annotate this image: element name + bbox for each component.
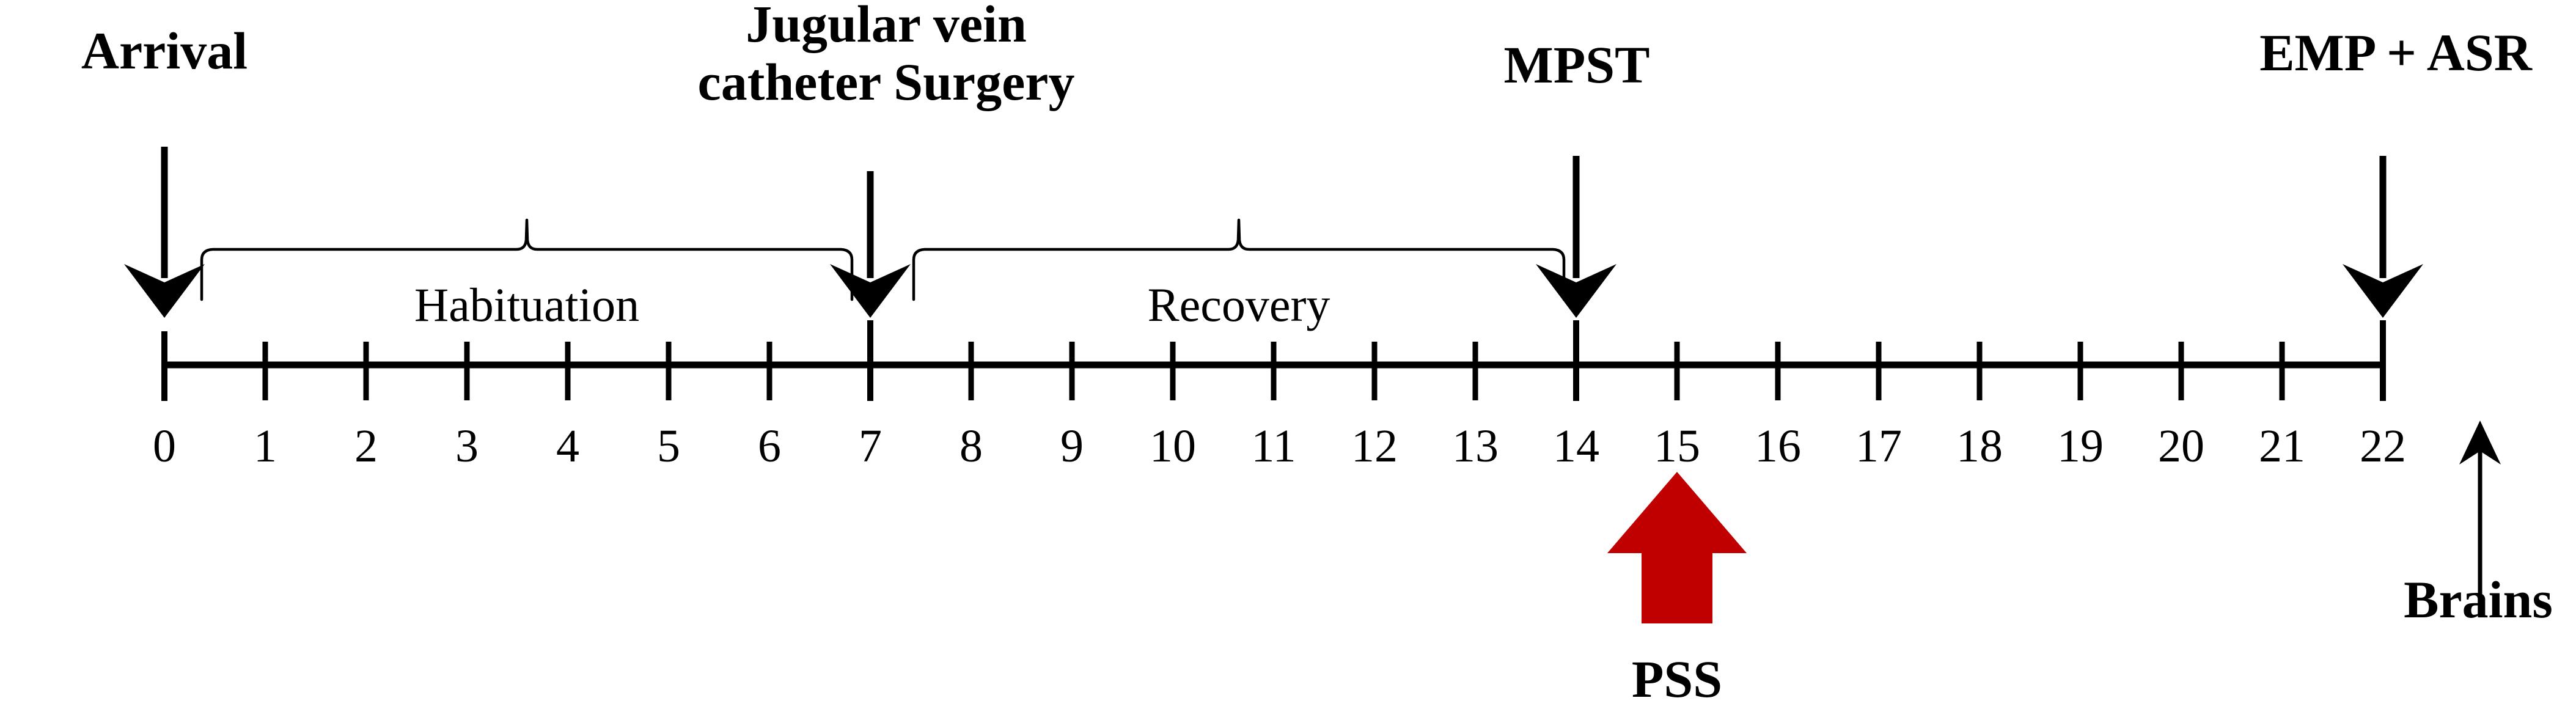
tick-label-7: 7 [859,421,882,472]
tick-label-0: 0 [153,421,176,472]
tick-label-21: 21 [2259,421,2305,472]
brains-arrow [2459,421,2501,617]
tick-label-19: 19 [2057,421,2104,472]
habituation-brace-path [200,218,854,301]
emp-asr-label: EMP + ASR [2259,23,2533,82]
brains-arrow-head-icon [2459,421,2501,465]
mpst-label: MPST [1504,35,1650,94]
surgery-label-line2: catheter Surgery [698,53,1075,111]
tick-label-11: 11 [1251,421,1296,472]
recovery-brace-path [912,218,1566,301]
emp-asr-event-arrow [2343,156,2423,318]
recovery-brace [912,218,1566,301]
arrival-event-arrow [124,147,205,318]
habituation-label: Habituation [414,278,639,331]
tick-label-9: 9 [1060,421,1084,472]
surgery-arrow-head-icon [830,264,911,318]
tick-label-2: 2 [354,421,378,472]
tick-label-4: 4 [556,421,579,472]
tick-label-13: 13 [1452,421,1499,472]
tick-labels-group: 0 1 2 3 4 5 6 7 8 9 10 11 12 13 14 15 16… [153,421,2406,472]
tick-label-15: 15 [1654,421,1700,472]
tick-label-6: 6 [758,421,781,472]
arrival-arrow-head-icon [124,264,205,318]
surgery-label-line1: Jugular vein [746,0,1027,53]
brains-label: Brains [2404,570,2553,629]
pss-arrow-icon [1607,472,1747,623]
surgery-event-arrow [830,171,911,318]
tick-label-17: 17 [1855,421,1902,472]
recovery-label: Recovery [1148,278,1330,331]
tick-label-1: 1 [254,421,277,472]
tick-label-10: 10 [1150,421,1196,472]
tick-label-3: 3 [455,421,479,472]
arrival-label: Arrival [81,21,248,80]
tick-label-5: 5 [657,421,680,472]
tick-label-8: 8 [960,421,983,472]
mpst-event-arrow [1536,156,1616,318]
habituation-brace [200,218,854,301]
tick-label-14: 14 [1553,421,1599,472]
emp-asr-arrow-head-icon [2343,264,2423,318]
tick-marks-group [161,320,2386,401]
tick-label-18: 18 [1956,421,2003,472]
tick-label-22: 22 [2360,421,2406,472]
pss-label: PSS [1632,650,1722,708]
mpst-arrow-head-icon [1536,264,1616,318]
tick-label-12: 12 [1351,421,1398,472]
pss-stress-arrow [1607,472,1747,623]
tick-label-20: 20 [2158,421,2204,472]
tick-label-16: 16 [1755,421,1801,472]
